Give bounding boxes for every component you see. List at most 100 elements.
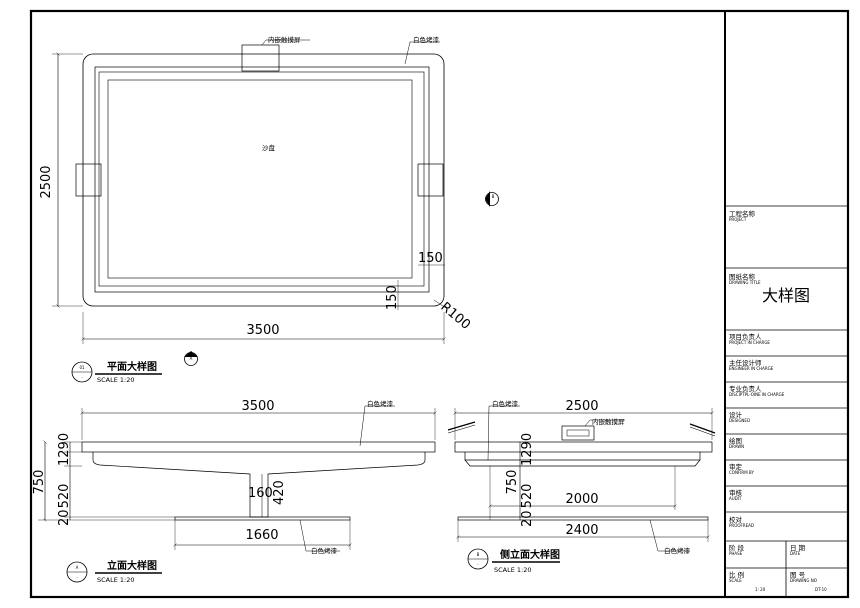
side-dim-20-text: 20: [520, 510, 535, 527]
sheet-border: [29, 9, 850, 599]
tb-eic-en: ENGINEER IN CHARGE: [729, 366, 774, 371]
front-title-dash: -: [76, 575, 78, 580]
side-dim-1290-text: 1290: [520, 433, 535, 466]
tb-drawn-cn: 绘图: [729, 436, 742, 445]
front-top-slab: [81, 441, 436, 453]
side-title-dash: -: [477, 562, 479, 567]
tb-drawing-no-value: DT-10: [815, 587, 827, 592]
plan-inner-outline-2: [98, 71, 425, 287]
plan-touch-screen: [241, 44, 280, 72]
tb-drawing-name: 大样图: [762, 286, 810, 305]
tb-dic-cn: 专业负责人: [729, 384, 762, 393]
front-dim-160-text: 160: [248, 486, 273, 501]
front-elevation: 3500 白色烤漆 750 520 20 1290 160 420 1660 白…: [32, 399, 437, 555]
plan-dim-height-text: 2500: [39, 165, 54, 198]
plan-view: 内嵌触摸屏 白色烤漆 沙盘 2500 3500 150 150 R100 B: [39, 35, 499, 366]
side-touch-screen: [561, 425, 595, 441]
front-dim-width-text: 3500: [241, 399, 274, 414]
side-left-screen: [447, 421, 476, 431]
tb-phase-en: PHASE: [729, 551, 743, 556]
side-top-slab: [454, 441, 713, 453]
plan-title: 01 - 平面大样图 SCALE 1:20: [71, 360, 162, 384]
tb-pic-cn: 项目负责人: [729, 332, 762, 341]
tb-date-cn: 日 期: [790, 544, 806, 552]
plan-radius-text: R100: [437, 300, 473, 333]
plan-title-dash: -: [81, 375, 83, 380]
plan-touch-screen-label: 内嵌触摸屏: [268, 35, 301, 44]
side-dim-2500-text: 2500: [565, 399, 598, 414]
front-white-paint-top-leader: [359, 405, 395, 447]
tb-drawing-no-en: DRAWING NO: [790, 578, 817, 583]
front-title-name: 立面大样图: [107, 559, 157, 572]
tb-dic-en: DISCIPTPL-OINE IN CHARGE: [729, 392, 785, 397]
front-white-paint-top-label: 白色烤漆: [367, 399, 394, 408]
plan-touch-screen-leader: [261, 39, 310, 46]
tb-confirm-cn: 审定: [729, 462, 743, 471]
tb-eic-cn: 主任设计师: [729, 358, 762, 367]
side-title-letter: B: [477, 552, 480, 557]
plan-dim-width-text: 3500: [246, 323, 279, 338]
tb-drawing-title-cn: 图纸名称: [729, 272, 756, 281]
plan-dim-150-side-text: 150: [385, 285, 400, 310]
front-dim-750-text: 750: [32, 470, 47, 495]
side-title: B - 侧立面大样图 SCALE 1:20: [467, 548, 560, 574]
front-base-plate: [174, 516, 351, 521]
title-block: 工程名称 PROJECT 图纸名称 DRAWING TITLE 大样图 项目负责…: [725, 205, 848, 597]
tb-drawing-no-cn: 图 号: [790, 571, 806, 579]
tb-audit-en: AUDIT: [729, 496, 742, 501]
plan-white-paint-label: 白色烤漆: [413, 35, 440, 44]
tb-designed-cn: 设计: [729, 410, 743, 419]
tb-designed-en: DESIGNED: [729, 418, 750, 423]
plan-sand-table-label: 沙盘: [262, 143, 276, 152]
plan-left-box: [75, 163, 102, 197]
side-body: [464, 459, 701, 467]
plan-sand-table-area: [107, 79, 413, 279]
tb-scale-value: 1: 20: [755, 587, 766, 592]
tb-proof-cn: 校对: [729, 515, 743, 524]
tb-drawn-en: DRAWN: [729, 444, 744, 449]
side-elevation: 2500 白色烤漆 内嵌触摸屏 750 520 20 1290 2000 240…: [447, 399, 716, 555]
front-body: [92, 452, 426, 518]
side-touch-screen-leader: [584, 419, 625, 427]
side-title-scale: SCALE 1:20: [494, 566, 532, 574]
front-title-scale: SCALE 1:20: [97, 576, 135, 584]
side-right-screen: [689, 423, 716, 434]
plan-outer-outline: [82, 53, 445, 307]
front-white-paint-bottom-leader: [299, 519, 340, 552]
plan-marker-a-letter: A: [190, 356, 193, 361]
side-touch-screen-label: 内嵌触摸屏: [592, 417, 625, 426]
plan-radius-leader: [433, 299, 447, 309]
tb-scale-en: SCALE: [729, 578, 742, 583]
plan-dim-150-top-text: 150: [418, 251, 443, 266]
tb-audit-cn: 审核: [729, 488, 743, 497]
front-title: A - 立面大样图 SCALE 1:20: [66, 559, 162, 584]
tb-scale-cn: 比 例: [729, 570, 744, 579]
side-dim-750-text: 750: [505, 470, 520, 495]
side-white-paint-bottom-label: 白色烤漆: [664, 546, 691, 555]
tb-proof-en: PROOFREAD: [729, 523, 754, 528]
side-body-top: [464, 452, 701, 461]
tb-confirm-en: CONFIRM BY: [729, 470, 754, 475]
plan-marker-b-letter: B: [492, 194, 495, 199]
plan-title-name: 平面大样图: [107, 360, 157, 373]
side-dim-520-text: 520: [520, 484, 535, 509]
front-white-paint-bottom-label: 白色烤漆: [311, 546, 338, 555]
plan-marker-a: A: [184, 351, 198, 366]
front-title-letter: A: [76, 565, 79, 570]
tb-project-cn: 工程名称: [729, 209, 756, 218]
tb-project-en: PROJECT: [729, 217, 747, 222]
front-dim-1660-text: 1660: [245, 528, 278, 543]
tb-phase-cn: 阶 段: [729, 543, 745, 552]
plan-right-box: [417, 163, 444, 197]
plan-inner-outline-1: [94, 66, 430, 293]
front-dim-20-text: 20: [57, 509, 72, 526]
plan-title-scale: SCALE 1:20: [97, 376, 135, 384]
side-dim-2400-text: 2400: [565, 523, 598, 538]
side-title-name: 侧立面大样图: [500, 548, 560, 561]
tb-date-en: DATE: [790, 551, 801, 556]
front-dim-520-text: 520: [57, 484, 72, 509]
plan-title-number: 01: [79, 365, 85, 370]
side-white-paint-top-leader: [487, 405, 520, 461]
side-base-plate: [457, 516, 709, 521]
